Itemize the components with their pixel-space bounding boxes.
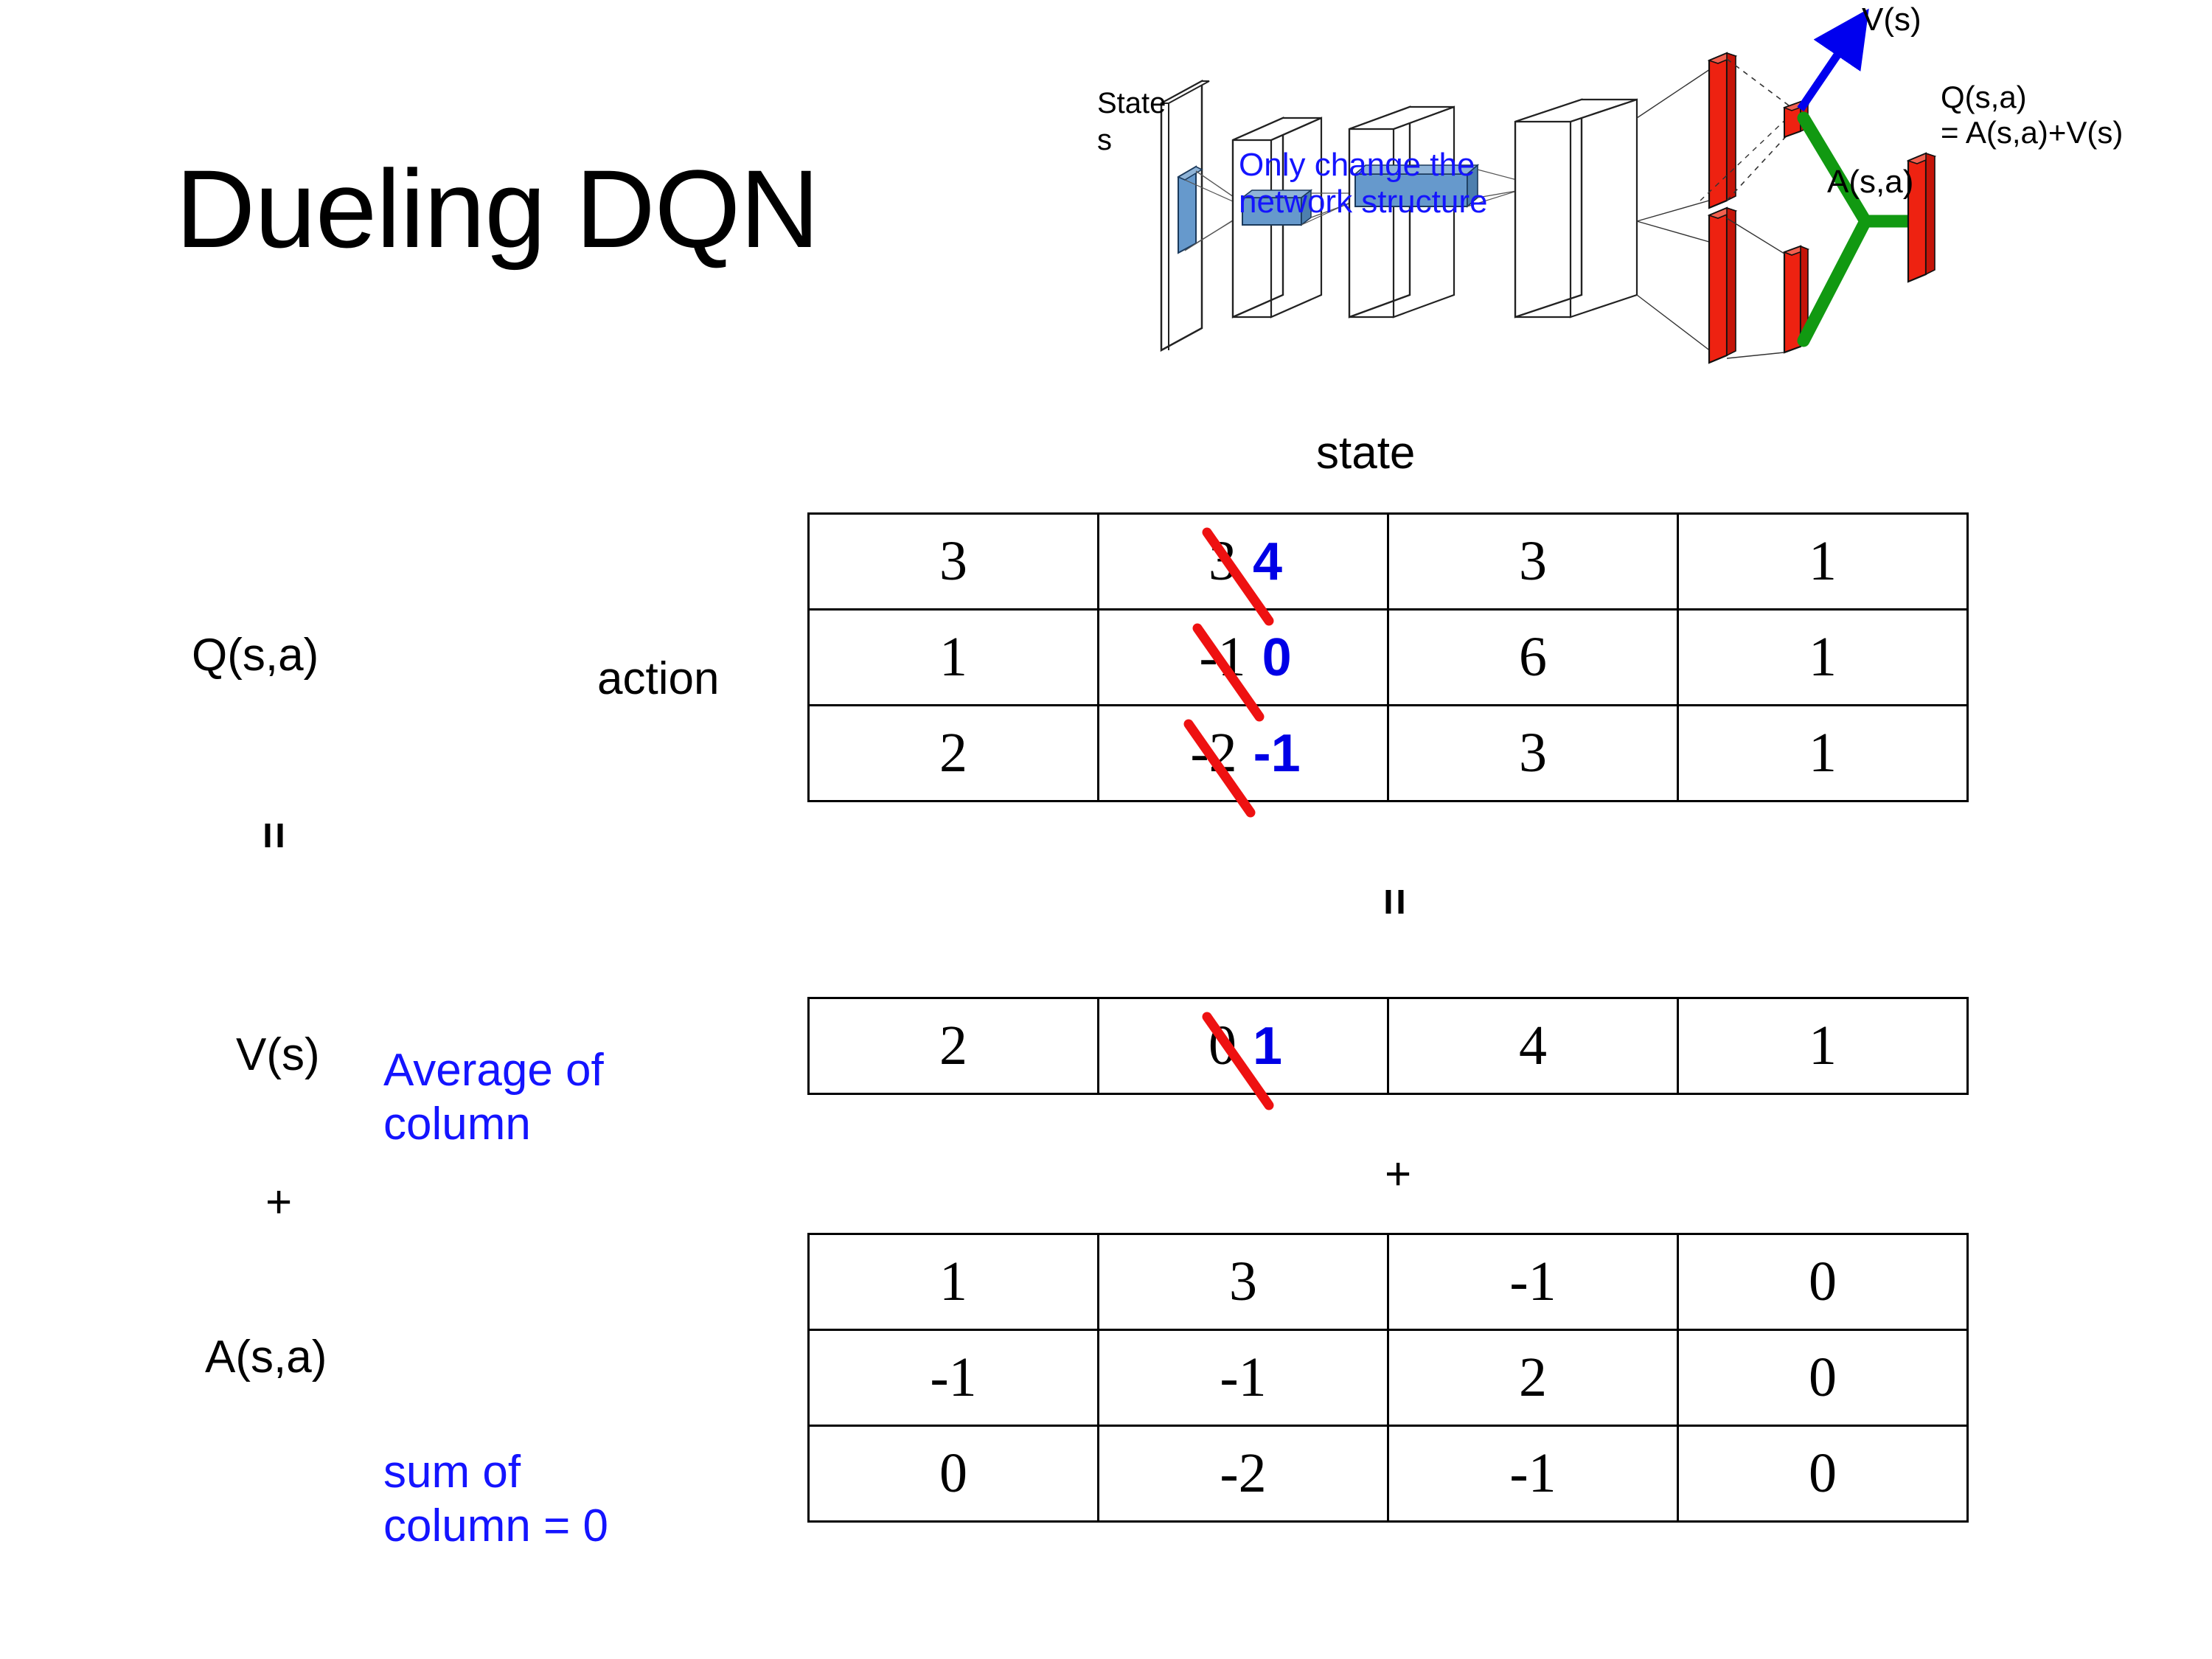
table-cell: -1	[1387, 1425, 1679, 1523]
table-cell: 3	[1097, 1233, 1389, 1331]
table-cell: 0	[807, 1425, 1099, 1523]
table-cell: 1	[1677, 512, 1969, 611]
table-cell: 3	[1387, 704, 1679, 802]
diagram-state-label-line1: State	[1097, 87, 1166, 119]
table-cell: -2	[1097, 1425, 1389, 1523]
state-axis-label: state	[1316, 428, 1416, 479]
table-cell: 1	[1677, 608, 1969, 706]
new-value: 1	[1252, 1017, 1283, 1076]
table-cell: 1	[807, 608, 1099, 706]
page-title: Dueling DQN	[175, 147, 820, 271]
table-cell: -1	[1097, 1329, 1389, 1427]
q-table-label: Q(s,a)	[192, 630, 319, 681]
equals-sign-center: =	[1369, 874, 1422, 928]
table-cell: -1	[1387, 1233, 1679, 1331]
table-cell: 4	[1387, 997, 1679, 1095]
diagram-note-line2: network structure	[1239, 184, 1488, 220]
table-cell: -2-1	[1097, 704, 1389, 818]
equals-glyph-center: =	[1368, 888, 1422, 914]
average-of-column-note: Average of column	[383, 1043, 604, 1151]
table-cell: 2	[1387, 1329, 1679, 1427]
old-value: -2	[1183, 719, 1256, 818]
plus-sign-left: +	[265, 1177, 293, 1228]
action-axis-label: action	[597, 653, 720, 704]
plus-sign-center: +	[1385, 1149, 1412, 1200]
table-cell: -1	[807, 1329, 1099, 1427]
diagram-v-output-label: V(s)	[1862, 1, 1921, 38]
table-cell: 2	[807, 997, 1099, 1095]
table-cell: 0	[1677, 1329, 1969, 1427]
diagram-a-output-label: A(s,a)	[1827, 164, 1914, 200]
equals-sign-left: =	[248, 807, 302, 862]
table-cell: 3	[807, 512, 1099, 611]
diagram-note-line1: Only change the	[1239, 147, 1475, 183]
v-table-label: V(s)	[236, 1029, 320, 1080]
old-value: 0	[1202, 1012, 1274, 1110]
table-cell: 1	[1677, 704, 1969, 802]
old-value: -1	[1192, 623, 1265, 722]
table-cell: 3	[1387, 512, 1679, 611]
diagram-q-output-label-line1: Q(s,a)	[1941, 80, 2027, 114]
diagram-q-output-label-line2: = A(s,a)+V(s)	[1941, 115, 2124, 150]
table-cell: 6	[1387, 608, 1679, 706]
table-cell: 2	[807, 704, 1099, 802]
new-value: 0	[1262, 628, 1292, 687]
sum-note-line1: sum of	[383, 1447, 521, 1498]
table-cell: 1	[1677, 997, 1969, 1095]
table-cell: 1	[807, 1233, 1099, 1331]
sum-of-column-note: sum of column = 0	[383, 1445, 608, 1553]
new-value: -1	[1253, 724, 1301, 783]
average-note-line1: Average of	[383, 1045, 604, 1096]
old-value: 3	[1202, 527, 1274, 626]
diagram-state-label-line2: s	[1097, 124, 1112, 156]
table-cell: 0	[1677, 1425, 1969, 1523]
new-value: 4	[1252, 532, 1283, 591]
average-note-line2: column	[383, 1099, 531, 1150]
equals-glyph: =	[248, 821, 302, 848]
a-table-label: A(s,a)	[205, 1332, 327, 1382]
table-cell: 0	[1677, 1233, 1969, 1331]
dueling-network-diagram: State s Only change the network structur…	[1091, 0, 2212, 413]
sum-note-line2: column = 0	[383, 1500, 609, 1552]
